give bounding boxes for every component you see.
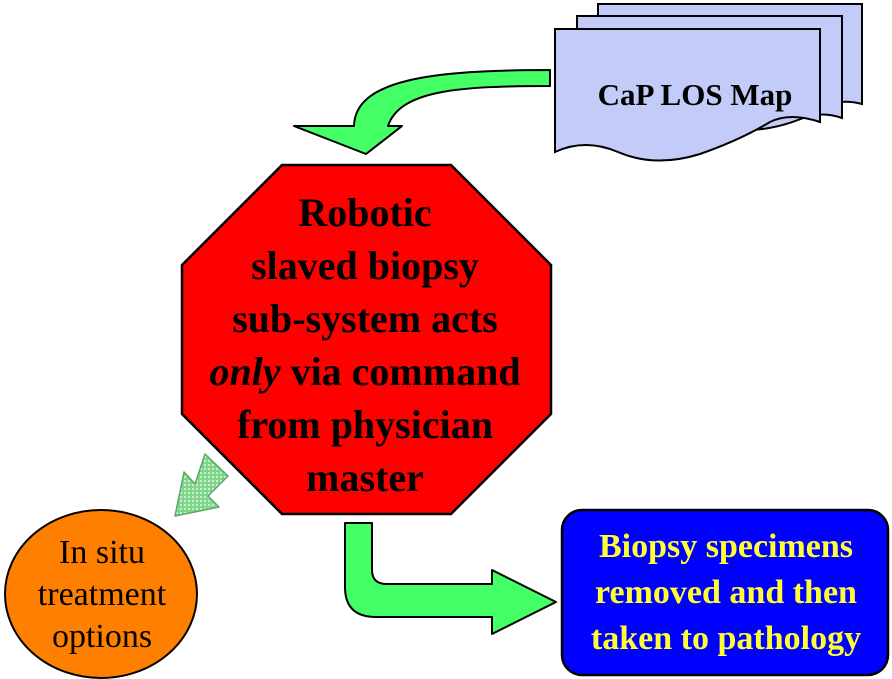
document-stack: [554, 3, 863, 162]
octagon-line-2: slaved biopsy: [251, 243, 479, 288]
box-line-2: removed and then: [595, 574, 857, 611]
octagon-line-3: sub-system acts: [232, 296, 498, 341]
document-front: [554, 28, 821, 162]
document-label: CaP LOS Map: [597, 77, 793, 112]
box-text: Biopsy specimens removed and then taken …: [565, 513, 887, 673]
circle-shape: [4, 509, 198, 679]
octagon-line-4-rest: via command: [280, 349, 521, 394]
circle-line-1: In situ: [59, 534, 145, 571]
octagon-line-6: master: [306, 455, 424, 500]
octagon-line-4: only via command: [209, 345, 520, 398]
box-line-3: taken to pathology: [590, 620, 862, 657]
octagon-line-4-italic: only: [209, 349, 281, 394]
octagon-shape: [180, 163, 553, 516]
octagon-text: Robotic slaved biopsy sub-system acts on…: [180, 180, 550, 510]
box-line-1: Biopsy specimens: [598, 528, 854, 565]
circle-line-3: options: [51, 618, 153, 655]
arrow-document-to-octagon: [293, 69, 551, 155]
octagon-line-1: Robotic: [298, 190, 432, 235]
octagon-line-5: from physician: [237, 402, 493, 447]
arrow-octagon-to-circle: [174, 453, 229, 517]
box-shape: [560, 508, 890, 677]
circle-text: In situ treatment options: [10, 512, 194, 678]
circle-line-2: treatment: [37, 576, 167, 613]
arrow-octagon-to-box: [344, 522, 557, 635]
